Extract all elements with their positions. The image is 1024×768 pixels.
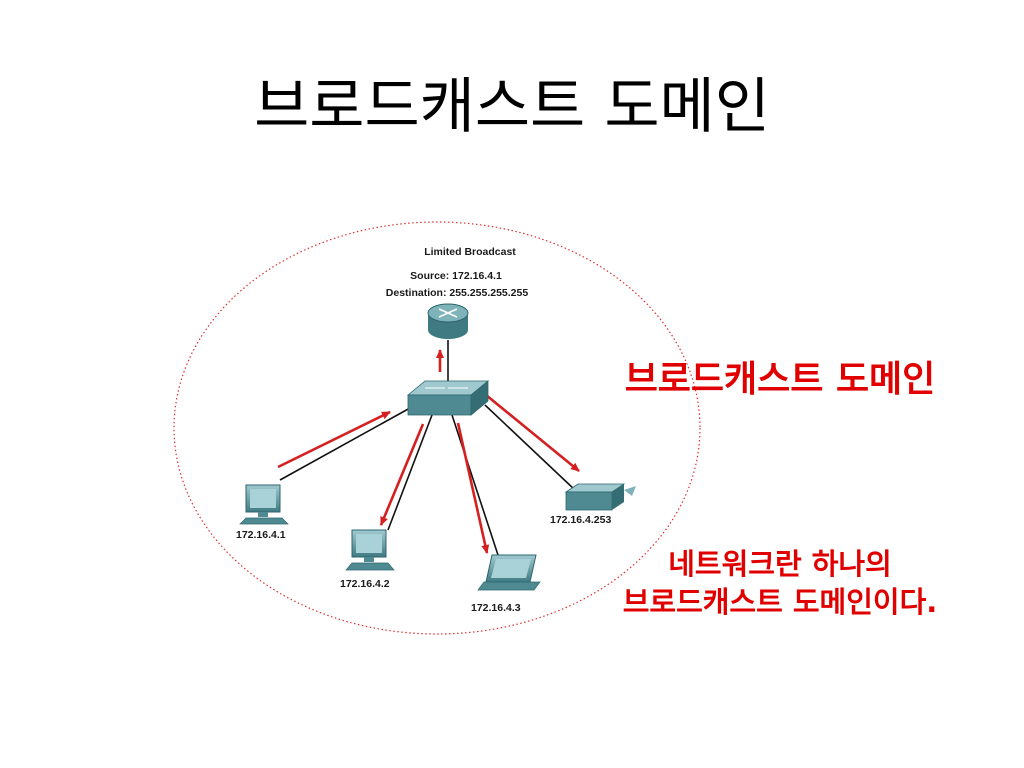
pc-icon-host1 bbox=[239, 484, 289, 525]
broadcast-domain-callout: 브로드캐스트 도메인 bbox=[624, 359, 936, 400]
callout-line-1: 네트워크란 하나의 bbox=[668, 547, 892, 581]
network-definition-callout: 네트워크란 하나의 브로드캐스트 도메인이다. bbox=[575, 545, 985, 621]
pc-icon-host2 bbox=[345, 529, 395, 571]
diagram-heading: Limited Broadcast bbox=[424, 246, 516, 258]
laptop-icon-host3 bbox=[477, 554, 541, 591]
switch-icon bbox=[406, 380, 490, 416]
printer-ip-label: 172.16.4.253 bbox=[550, 514, 611, 526]
host3-ip-label: 172.16.4.3 bbox=[471, 602, 521, 614]
host2-ip-label: 172.16.4.2 bbox=[340, 578, 390, 590]
callout-line-2: 브로드캐스트 도메인이다. bbox=[622, 585, 938, 619]
printer-icon bbox=[564, 483, 636, 511]
destination-label: Destination: 255.255.255.255 bbox=[386, 287, 529, 299]
source-label: Source: 172.16.4.1 bbox=[410, 270, 502, 282]
broadcast-arrows bbox=[277, 349, 580, 554]
broadcast-domain-ellipse bbox=[173, 221, 701, 635]
slide-title: 브로드캐스트 도메인 bbox=[254, 72, 770, 142]
network-links bbox=[279, 340, 576, 556]
router-icon bbox=[427, 303, 469, 339]
host1-ip-label: 172.16.4.1 bbox=[236, 529, 286, 541]
